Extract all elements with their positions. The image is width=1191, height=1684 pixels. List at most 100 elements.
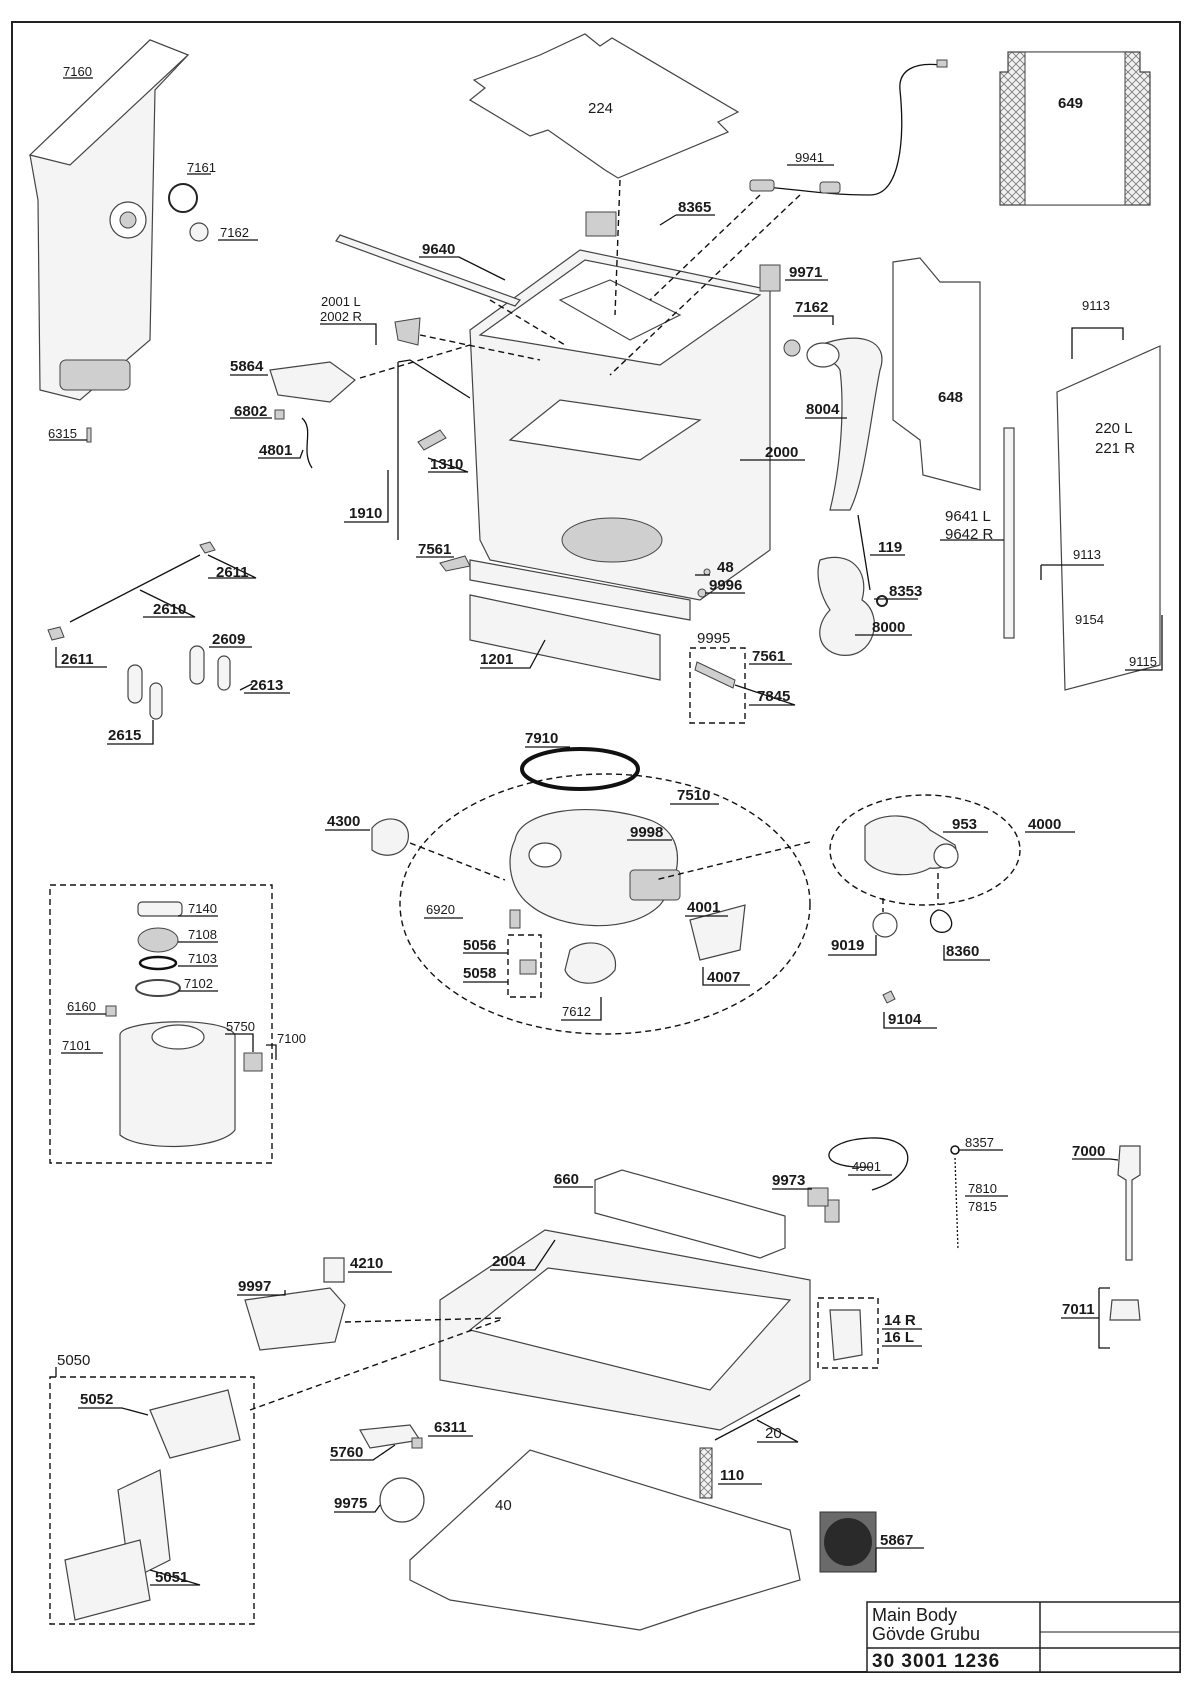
label-7011: 7011 (1062, 1301, 1095, 1318)
label-4007: 4007 (707, 969, 740, 986)
part-labels: 7160 7161 7162 6315 224 9941 649 8365 96… (48, 64, 1157, 1586)
label-7910: 7910 (525, 730, 558, 747)
label-6160: 6160 (67, 999, 96, 1014)
part-8365 (585, 211, 617, 237)
label-221: 221 R (1095, 440, 1135, 457)
label-5050: 5050 (57, 1352, 90, 1369)
label-649: 649 (1058, 95, 1083, 112)
part-9941-cable (749, 59, 948, 196)
label-9971: 9971 (789, 264, 822, 281)
part-6802 (274, 409, 285, 420)
label-9995: 9995 (697, 630, 730, 647)
part-7160-side-panel (28, 39, 190, 401)
label-953: 953 (952, 816, 977, 833)
label-2610: 2610 (153, 601, 186, 618)
part-9975 (379, 1477, 425, 1523)
part-5760 (359, 1424, 422, 1449)
part-4300 (371, 818, 409, 856)
label-7102: 7102 (184, 976, 213, 991)
part-1910-tube (397, 359, 471, 540)
title-block-line2: Gövde Grubu (872, 1624, 980, 1644)
part-648-insulation (892, 257, 981, 491)
part-7162-bearing (189, 222, 209, 242)
label-7612: 7612 (562, 1004, 591, 1019)
label-7000: 7000 (1072, 1143, 1105, 1160)
label-2004: 2004 (492, 1253, 526, 1270)
part-9641-strip (1003, 427, 1015, 639)
label-9941: 9941 (795, 150, 824, 165)
part-7162-seal (806, 342, 840, 368)
label-5051: 5051 (155, 1569, 188, 1586)
label-2000: 2000 (765, 444, 798, 461)
label-7161: 7161 (187, 160, 216, 175)
label-9998: 9998 (630, 824, 663, 841)
label-5867: 5867 (880, 1532, 913, 1549)
part-110-spring (699, 1447, 713, 1499)
label-7845: 7845 (757, 688, 790, 705)
label-4000: 4000 (1028, 816, 1061, 833)
label-4801: 4801 (259, 442, 292, 459)
part-8353 (876, 595, 888, 607)
label-9996: 9996 (709, 577, 742, 594)
label-4300: 4300 (327, 813, 360, 830)
part-660-block (594, 1169, 786, 1259)
part-7510-sump (509, 809, 746, 984)
label-648: 648 (938, 389, 963, 406)
part-1201-trim (469, 594, 661, 681)
label-6311: 6311 (434, 1419, 467, 1436)
dashed-leaders (49, 179, 1021, 1625)
label-7108: 7108 (188, 927, 217, 942)
label-5056: 5056 (463, 937, 496, 954)
label-660: 660 (554, 1171, 579, 1188)
part-40-bottom-tray (409, 1449, 801, 1631)
part-9019 (872, 912, 898, 938)
part-7000 (1117, 1145, 1141, 1261)
label-7100: 7100 (277, 1031, 306, 1046)
part-1310 (417, 429, 447, 451)
part-6311 (411, 1437, 423, 1449)
label-9115: 9115 (1129, 654, 1157, 669)
part-7810-hose (954, 1157, 959, 1251)
page-frame (11, 21, 1181, 1673)
label-20: 20 (765, 1425, 782, 1442)
label-48: 48 (717, 559, 734, 576)
label-2615: 2615 (108, 727, 141, 744)
part-8004 (819, 337, 883, 511)
part-5864 (269, 361, 356, 403)
label-2611: 2611 (216, 564, 249, 581)
part-8360 (929, 909, 953, 933)
label-9997: 9997 (238, 1278, 271, 1295)
part-7100-dispenser (105, 901, 263, 1148)
label-7101: 7101 (62, 1038, 91, 1053)
label-7162: 7162 (220, 225, 249, 240)
label-9019: 9019 (831, 937, 864, 954)
label-5052: 5052 (80, 1391, 113, 1408)
label-1310: 1310 (430, 456, 463, 473)
label-5760: 5760 (330, 1444, 363, 1461)
label-9113: 9113 (1082, 298, 1110, 313)
part-220-door-panel (1056, 345, 1161, 691)
label-9640: 9640 (422, 241, 455, 258)
label-7140: 7140 (188, 901, 217, 916)
part-4000-pump (864, 815, 959, 876)
part-6315 (86, 427, 92, 443)
label-9113b: 9113 (1073, 547, 1101, 562)
label-40: 40 (495, 1497, 512, 1514)
label-5750: 5750 (226, 1019, 255, 1034)
part-2610-strip (69, 554, 201, 623)
label-8365: 8365 (678, 199, 711, 216)
part-9104 (882, 990, 896, 1004)
part-5050-module (64, 1389, 241, 1621)
label-9154: 9154 (1075, 612, 1104, 627)
part-14-valve (829, 1309, 863, 1361)
part-2609 (189, 645, 205, 685)
label-6920: 6920 (426, 902, 455, 917)
part-4210 (323, 1257, 345, 1283)
label-2613: 2613 (250, 677, 283, 694)
part-4901-power-cord (824, 1137, 909, 1223)
label-4210: 4210 (350, 1255, 383, 1272)
part-2004-base-frame (439, 1229, 811, 1431)
label-8353: 8353 (889, 583, 922, 600)
title-block-code: 30 3001 1236 (872, 1651, 1000, 1672)
